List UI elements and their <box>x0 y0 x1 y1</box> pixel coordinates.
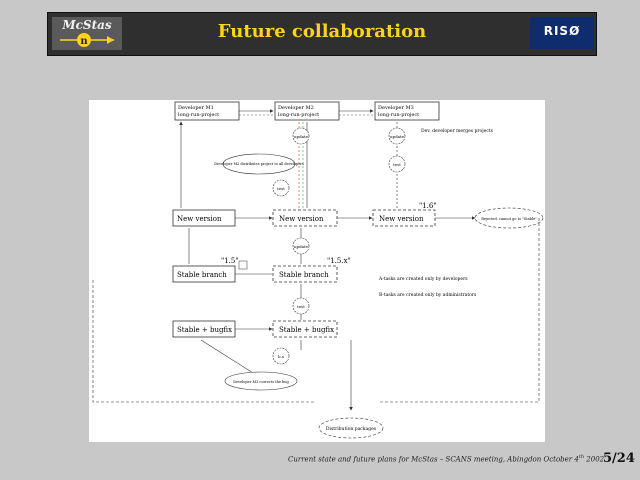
svg-text:Stable branch: Stable branch <box>279 271 329 279</box>
label-version-15x: "1.5.x" <box>327 257 351 265</box>
svg-text:New version: New version <box>177 215 222 223</box>
footer-superscript: th <box>578 454 585 460</box>
stable-branch-box-1: Stable branch <box>172 265 236 283</box>
note-rejected: Rejected, cannot go to "Stable" <box>474 207 544 229</box>
svg-text:update: update <box>294 134 309 139</box>
svg-text:long-run-project: long-run-project <box>278 112 319 118</box>
svg-text:b.s: b.s <box>278 354 284 359</box>
slide-footer: Current state and future plans for McSta… <box>288 454 604 463</box>
label-version-15: "1.5" <box>221 257 239 265</box>
svg-text:long-run-project: long-run-project <box>178 112 219 118</box>
risoe-logo: RISØ <box>530 17 594 49</box>
svg-text:New version: New version <box>379 215 424 223</box>
risoe-logo-text: RISØ <box>543 24 581 38</box>
top-connectors <box>239 109 374 116</box>
svg-text:n: n <box>80 36 88 47</box>
svg-text:test: test <box>297 304 305 309</box>
vertical-connectors <box>179 121 398 350</box>
mcstas-logo: McStas n <box>52 17 122 50</box>
developer-box-1: Developer M1 long-run-project <box>174 101 240 121</box>
note-bugfix: Developer M3 corrects the bug <box>224 371 298 391</box>
developer-box-2: Developer M2 long-run-project <box>274 101 340 121</box>
stable-bugfix-box-2: Stable + bugfix <box>272 320 338 338</box>
developer-box-3: Developer M3 long-run-project <box>374 101 440 121</box>
note-b-tasks: B-tasks are created only by administrato… <box>379 292 477 298</box>
process-node-update-2: update <box>292 237 310 255</box>
footer-year: 2002 <box>586 455 605 464</box>
stable-bugfix-box-1: Stable + bugfix <box>172 320 236 338</box>
svg-text:Developer M1: Developer M1 <box>178 105 214 111</box>
new-version-box-2: New version <box>272 209 338 227</box>
svg-text:Developer M2 distributes proje: Developer M2 distributes project to all … <box>214 162 304 166</box>
label-version-16: "1.6" <box>419 202 437 210</box>
note-a-tasks: A-tasks are created only by developers <box>378 276 468 282</box>
note-merge: Dev. developer merges projects <box>421 128 494 134</box>
diagram-canvas: Developer M1 long-run-project Developer … <box>92 101 544 439</box>
svg-text:Rejected, cannot go to "Stable: Rejected, cannot go to "Stable" <box>481 217 537 221</box>
stable-branch-box-2: Stable branch <box>272 265 338 283</box>
new-version-box-3: New version <box>372 209 436 227</box>
process-node-test: test <box>272 179 290 197</box>
svg-text:Distribution packages: Distribution packages <box>326 426 377 432</box>
process-node-test-2: test <box>292 297 310 315</box>
svg-text:Developer M3: Developer M3 <box>378 105 414 111</box>
distribution-path: Distribution packages <box>92 218 540 439</box>
svg-text:test: test <box>277 186 285 191</box>
svg-text:New version: New version <box>279 215 324 223</box>
note-distribute: Developer M2 distributes project to all … <box>214 153 304 175</box>
svg-text:long-run-project: long-run-project <box>378 112 419 118</box>
page-number: 5/24 <box>603 451 635 466</box>
neutron-icon: n <box>60 33 114 47</box>
new-version-box-1: New version <box>172 209 236 227</box>
row-connectors <box>200 216 476 379</box>
logo-text: McStas <box>62 18 112 32</box>
slide-title: Future collaboration <box>217 21 427 42</box>
process-node-update: update <box>292 127 310 145</box>
svg-text:Dev. developer merges projects: Dev. developer merges projects <box>421 128 494 134</box>
svg-text:Stable + bugfix: Stable + bugfix <box>177 326 232 334</box>
collaboration-diagram: Developer M1 long-run-project Developer … <box>89 100 545 442</box>
svg-text:update: update <box>390 134 405 139</box>
svg-text:Stable + bugfix: Stable + bugfix <box>279 326 334 334</box>
svg-text:Stable branch: Stable branch <box>177 271 227 279</box>
svg-text:Developer M2: Developer M2 <box>278 105 314 111</box>
footer-text: Current state and future plans for McSta… <box>288 455 579 464</box>
process-node-test-3: test <box>388 155 406 173</box>
svg-text:Developer M3 corrects the bug: Developer M3 corrects the bug <box>233 380 289 384</box>
svg-text:update: update <box>294 244 309 249</box>
svg-text:test: test <box>393 162 401 167</box>
process-node-bugfix: b.s <box>272 347 290 365</box>
header-bar: McStas n Future collaboration RISØ <box>47 12 597 56</box>
process-node-update-3: update <box>388 127 406 145</box>
